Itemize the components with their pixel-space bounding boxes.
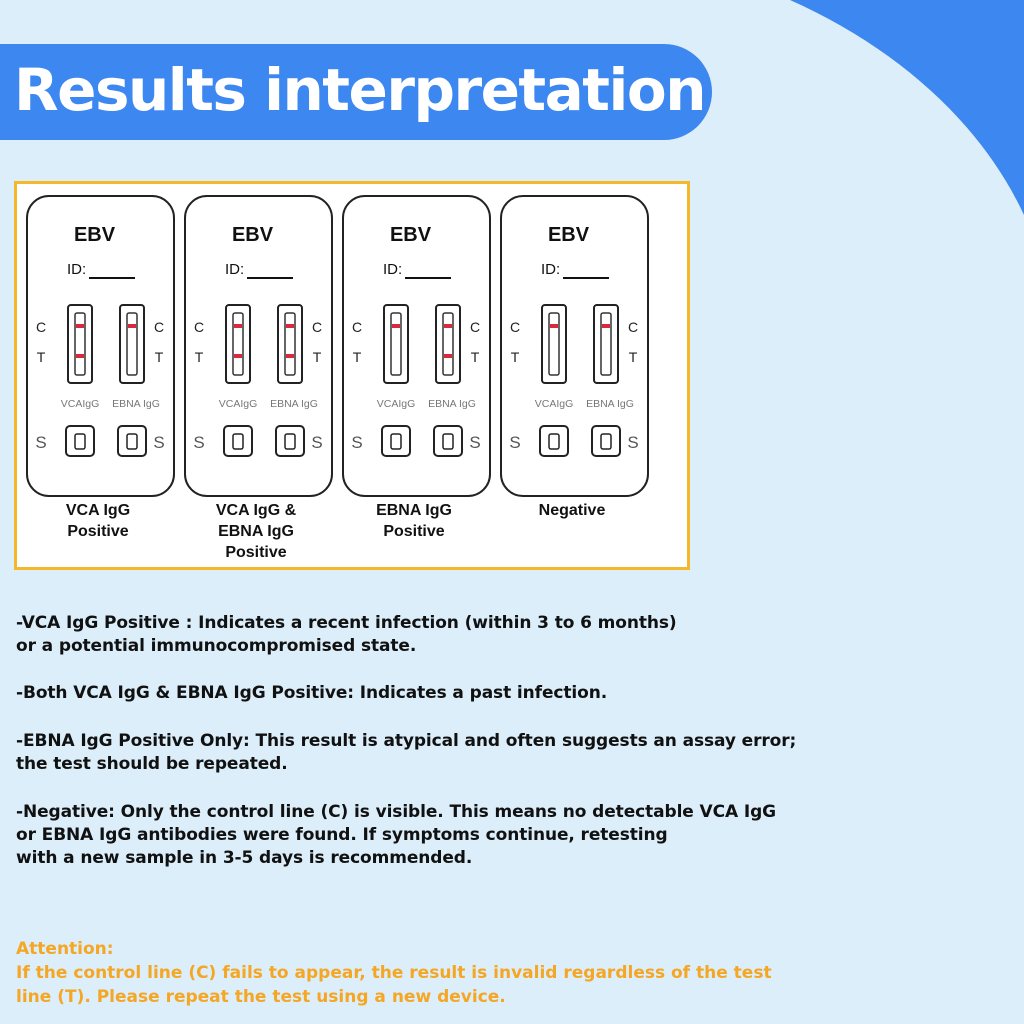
c-label-left: C	[36, 319, 46, 335]
left-window-label: VCAIgG	[535, 398, 574, 410]
cassette-caption: EBNA IgG Positive	[376, 502, 452, 540]
left-window-label: VCAIgG	[61, 398, 100, 410]
left-window-strip	[548, 312, 560, 376]
right-control-band	[602, 324, 610, 328]
cassette-body	[184, 195, 333, 497]
left-test-band	[76, 354, 84, 358]
t-label-right: T	[155, 349, 164, 365]
left-window-strip	[74, 312, 86, 376]
cassette-body	[26, 195, 175, 497]
paragraph-both-positive: -Both VCA IgG & EBNA IgG Positive: Indic…	[16, 683, 608, 703]
left-window-label: VCAIgG	[219, 398, 258, 410]
left-test-band	[234, 354, 242, 358]
left-sample-well	[548, 433, 560, 450]
cassette-caption: VCA IgG & EBNA IgG Positive	[215, 502, 297, 561]
id-label: ID:	[383, 261, 402, 278]
right-window-strip	[126, 312, 138, 376]
id-label: ID:	[225, 261, 244, 278]
s-label-left: S	[509, 433, 520, 452]
right-sample-well	[600, 433, 612, 450]
s-label-right: S	[153, 433, 164, 452]
attention-heading: Attention:	[16, 939, 114, 959]
title-banner	[0, 44, 712, 140]
s-label-left: S	[35, 433, 46, 452]
s-label-right: S	[627, 433, 638, 452]
paragraph-ebna-positive: -EBNA IgG Positive Only: This result is …	[16, 731, 797, 774]
t-label-left: T	[511, 349, 520, 365]
cassette-name: EBV	[232, 224, 274, 246]
t-label-left: T	[195, 349, 204, 365]
cassette-name: EBV	[74, 224, 116, 246]
t-label-right: T	[313, 349, 322, 365]
right-test-band	[286, 354, 294, 358]
s-label-left: S	[193, 433, 204, 452]
right-control-band	[286, 324, 294, 328]
cassette-name: EBV	[548, 224, 590, 246]
right-window-label: EBNA IgG	[586, 398, 634, 410]
c-label-right: C	[628, 319, 638, 335]
left-window-label: VCAIgG	[377, 398, 416, 410]
left-control-band	[76, 324, 84, 328]
paragraph-vca-positive: -VCA IgG Positive : Indicates a recent i…	[16, 613, 677, 656]
c-label-right: C	[470, 319, 480, 335]
right-sample-well	[284, 433, 296, 450]
left-control-band	[234, 324, 242, 328]
s-label-left: S	[351, 433, 362, 452]
page-title: Results interpretation	[14, 56, 707, 124]
right-test-band	[444, 354, 452, 358]
right-window-label: EBNA IgG	[112, 398, 160, 410]
right-window-strip	[600, 312, 612, 376]
s-label-right: S	[469, 433, 480, 452]
left-window-strip	[232, 312, 244, 376]
right-sample-well	[442, 433, 454, 450]
cassette-body	[500, 195, 649, 497]
c-label-left: C	[352, 319, 362, 335]
paragraph-negative: -Negative: Only the control line (C) is …	[16, 802, 776, 868]
right-window-label: EBNA IgG	[428, 398, 476, 410]
c-label-left: C	[194, 319, 204, 335]
id-label: ID:	[67, 261, 86, 278]
c-label-right: C	[154, 319, 164, 335]
right-sample-well	[126, 433, 138, 450]
attention-text: If the control line (C) fails to appear,…	[16, 963, 772, 1007]
right-window-strip	[442, 312, 454, 376]
left-window-strip	[390, 312, 402, 376]
left-control-band	[550, 324, 558, 328]
c-label-right: C	[312, 319, 322, 335]
left-sample-well	[232, 433, 244, 450]
t-label-right: T	[471, 349, 480, 365]
right-window-label: EBNA IgG	[270, 398, 318, 410]
cassette-body	[342, 195, 491, 497]
id-label: ID:	[541, 261, 560, 278]
t-label-right: T	[629, 349, 638, 365]
cassette-caption: Negative	[538, 502, 606, 519]
right-control-band	[128, 324, 136, 328]
left-sample-well	[390, 433, 402, 450]
left-sample-well	[74, 433, 86, 450]
t-label-left: T	[353, 349, 362, 365]
t-label-left: T	[37, 349, 46, 365]
cassette-caption: VCA IgG Positive	[65, 502, 131, 540]
c-label-left: C	[510, 319, 520, 335]
left-control-band	[392, 324, 400, 328]
cassette-name: EBV	[390, 224, 432, 246]
right-window-strip	[284, 312, 296, 376]
right-control-band	[444, 324, 452, 328]
s-label-right: S	[311, 433, 322, 452]
